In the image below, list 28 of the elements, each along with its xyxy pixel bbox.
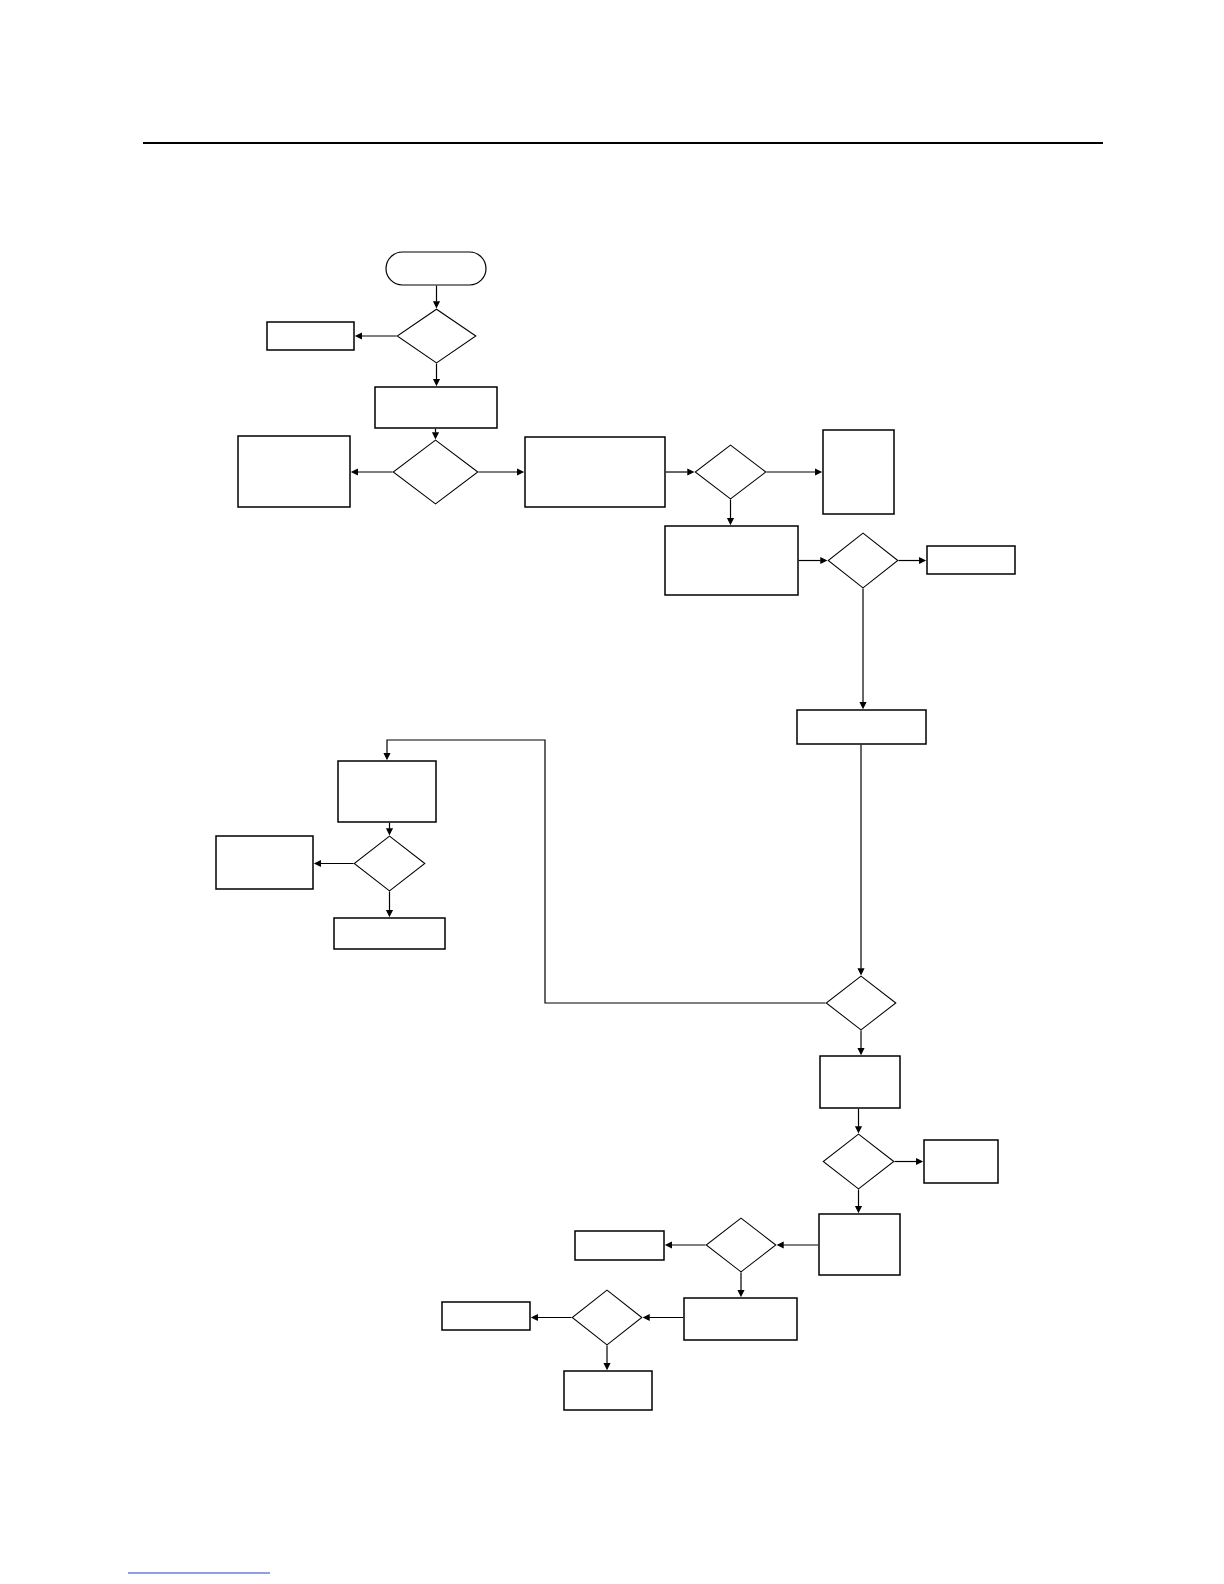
process-box <box>524 436 666 508</box>
process-box <box>215 835 314 890</box>
process-box <box>818 1213 901 1276</box>
decision-diamond <box>353 835 426 892</box>
process-box <box>819 1055 901 1109</box>
process-box <box>923 1139 999 1184</box>
decision-diamond <box>694 444 767 500</box>
process-box <box>664 525 799 596</box>
process-box <box>822 429 895 515</box>
process-box <box>441 1301 531 1331</box>
flow-arrow <box>383 739 827 1004</box>
process-box <box>563 1370 653 1411</box>
process-box <box>337 760 437 823</box>
decision-diamond <box>571 1289 643 1346</box>
process-box <box>796 709 927 745</box>
decision-diamond <box>392 439 479 505</box>
process-box <box>926 545 1016 575</box>
decision-diamond <box>825 975 897 1031</box>
process-box <box>237 435 351 508</box>
process-box <box>683 1297 798 1341</box>
process-box <box>574 1230 665 1261</box>
decision-diamond <box>822 1133 895 1190</box>
process-box <box>266 321 355 351</box>
process-box <box>333 917 446 950</box>
decision-diamond <box>396 308 477 364</box>
decision-diamond <box>705 1217 777 1273</box>
decision-diamond <box>827 532 899 589</box>
process-box <box>374 386 498 429</box>
